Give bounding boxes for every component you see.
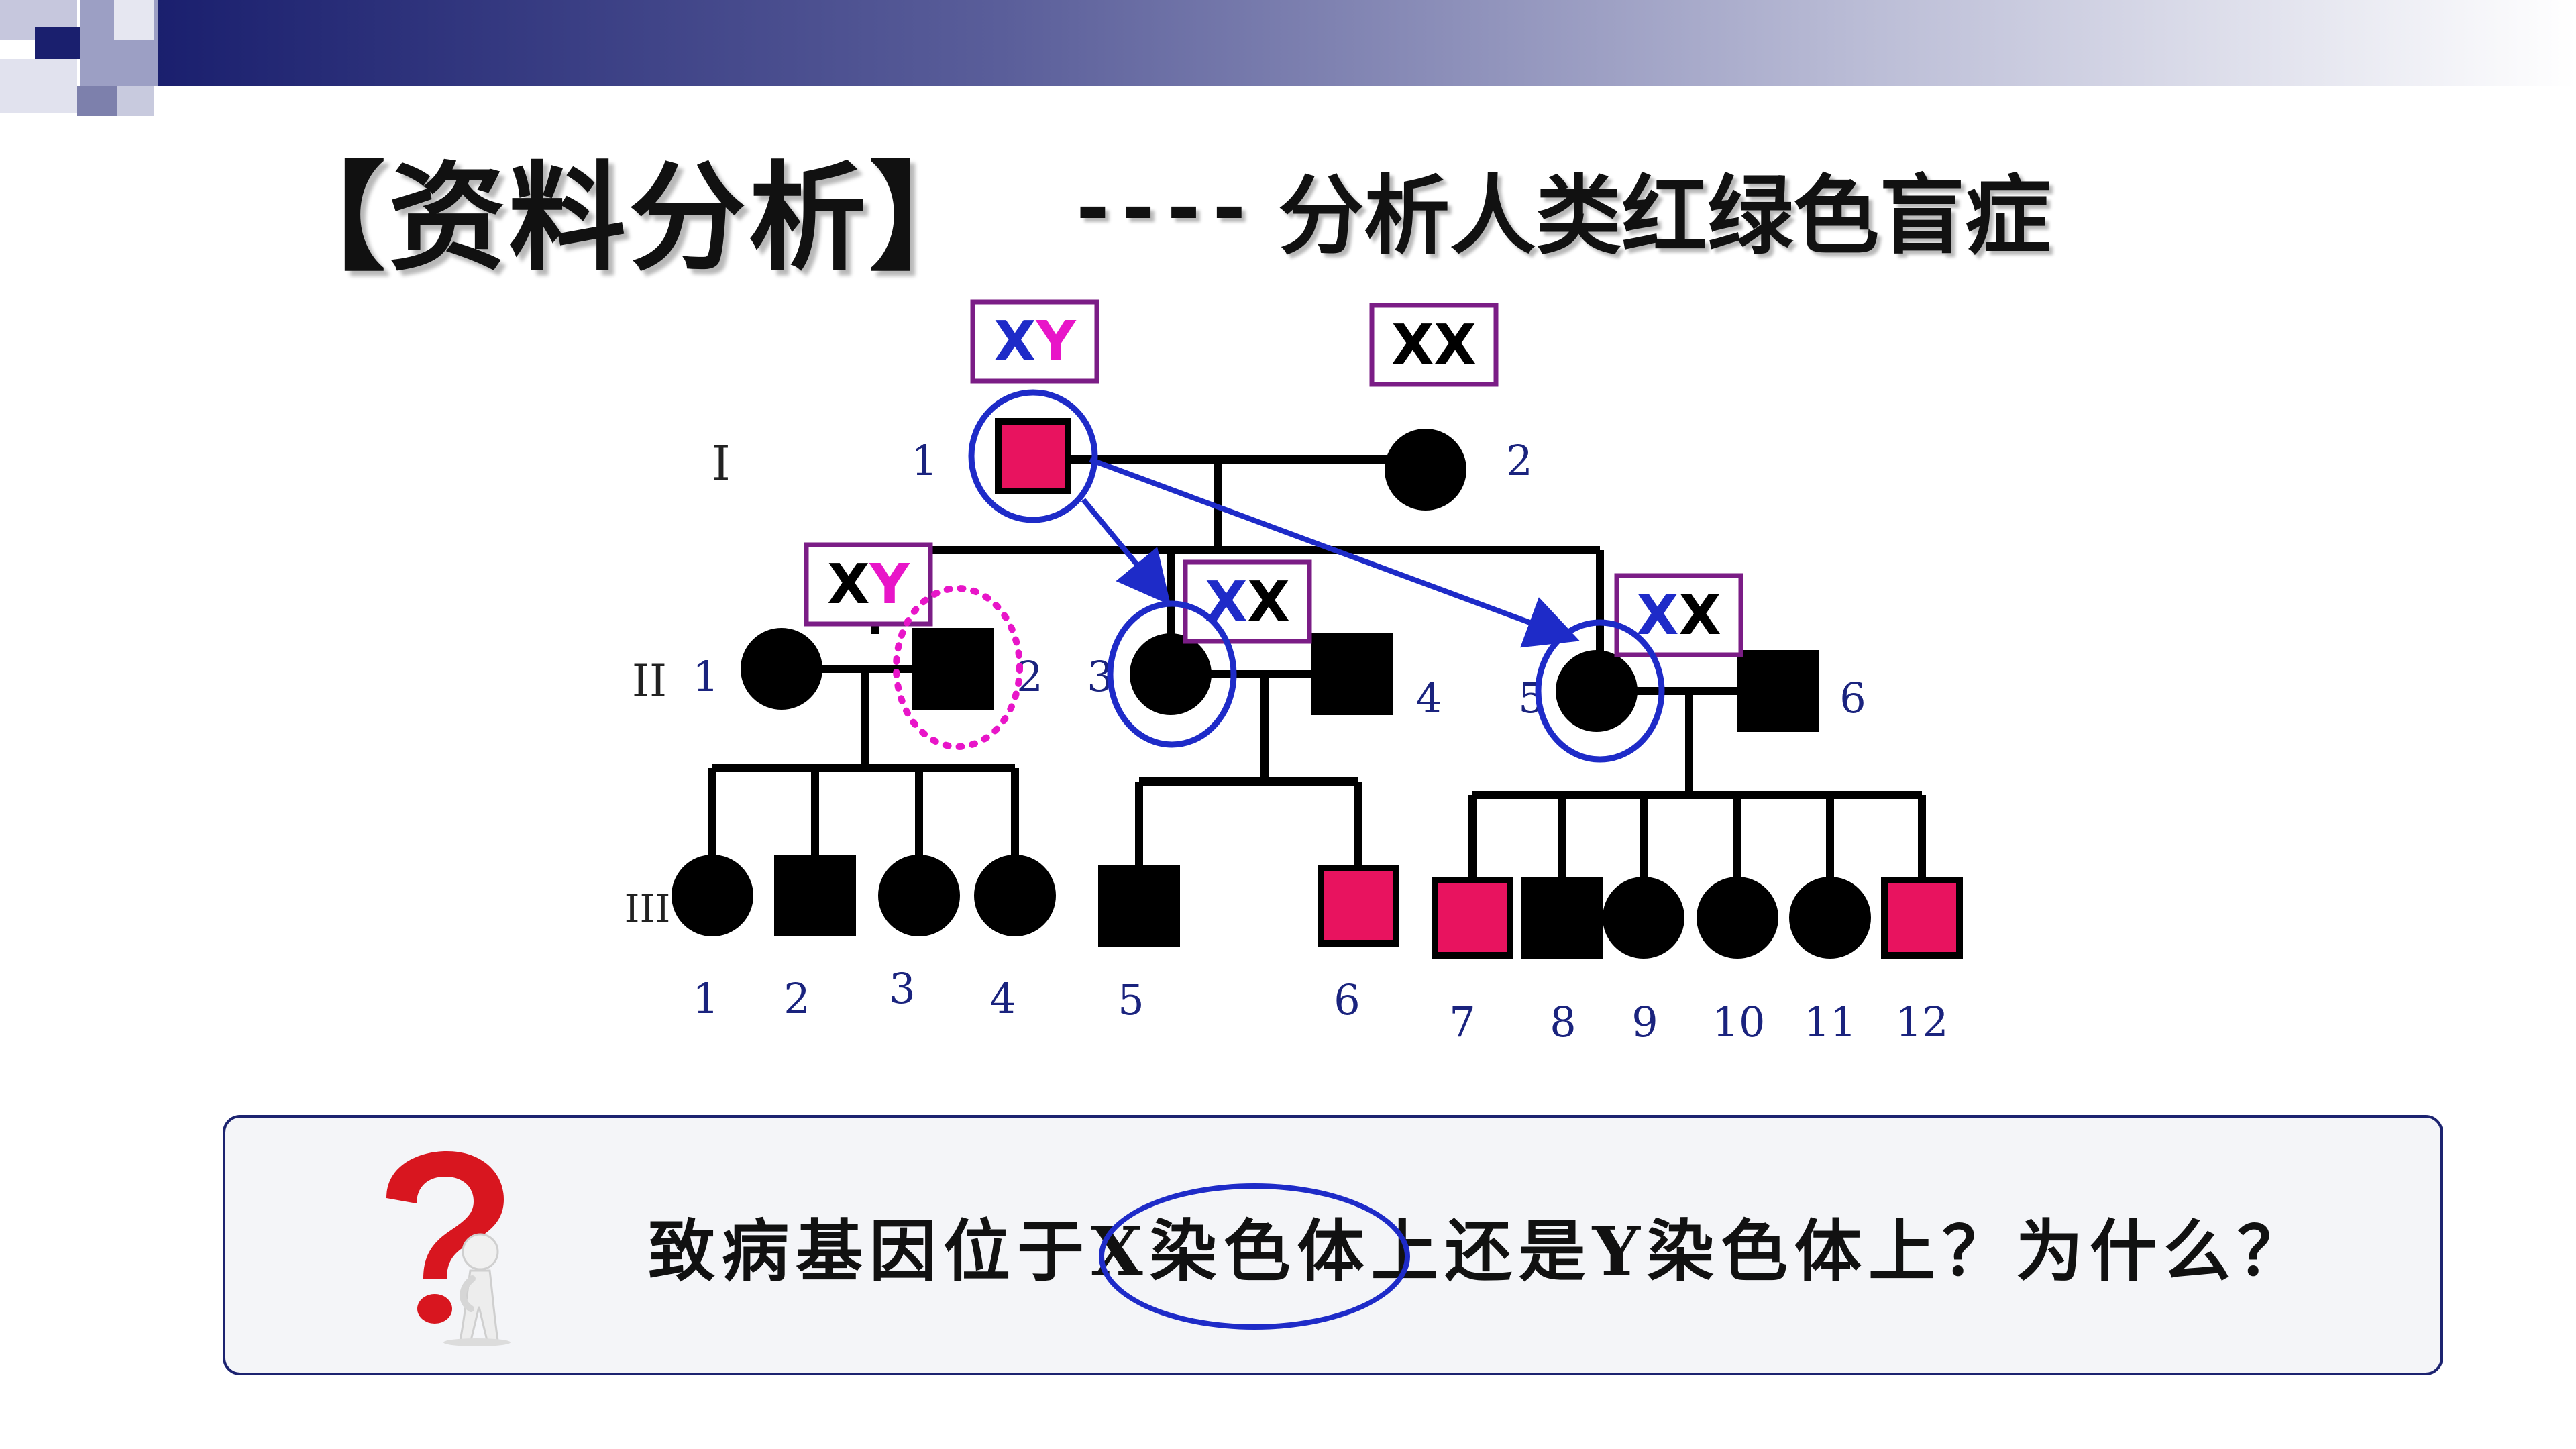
male-affected-iii-12 xyxy=(1881,877,1963,959)
arrow-to-ii-3 xyxy=(1081,498,1171,606)
label-i-1: 1 xyxy=(911,436,937,485)
label-iii-6: 6 xyxy=(1334,975,1360,1024)
label-iii-11: 11 xyxy=(1804,998,1857,1046)
label-iii-8: 8 xyxy=(1550,998,1576,1046)
male-normal-iii-5 xyxy=(1098,865,1180,947)
genotype-part: X xyxy=(1391,313,1434,377)
female-normal-i-2 xyxy=(1385,429,1466,511)
genotype-box-ii-2 xyxy=(804,542,933,627)
x-chromosome-oval-highlight xyxy=(1099,1183,1410,1330)
female-normal-ii-5 xyxy=(1556,650,1638,732)
title-dashes: ---- xyxy=(1076,161,1258,255)
dotted-highlight-ii-2 xyxy=(893,585,1023,750)
label-iii-4: 4 xyxy=(989,974,1016,1023)
genotype-box-i-1 xyxy=(970,299,1099,384)
header-square xyxy=(114,0,154,40)
male-normal-ii-6 xyxy=(1737,650,1819,732)
genotype-part: X xyxy=(827,553,869,616)
label-iii-9: 9 xyxy=(1631,998,1658,1046)
header-square xyxy=(35,27,80,59)
male-affected-iii-6 xyxy=(1318,865,1399,947)
male-normal-ii-4 xyxy=(1311,633,1393,715)
male-affected-iii-7 xyxy=(1432,877,1513,959)
genotype-part: X xyxy=(994,310,1036,374)
header-square xyxy=(117,86,154,116)
question-text: 致病基因位于X染色体上还是Y染色体上？为什么？ xyxy=(648,1211,2311,1291)
title-main: 【资料分析】 xyxy=(268,150,989,287)
label-ii-2: 2 xyxy=(1016,652,1042,701)
label-iii-5: 5 xyxy=(1118,975,1144,1024)
generation-label-i: I xyxy=(712,436,731,491)
female-normal-iii-3 xyxy=(878,855,960,936)
male-normal-iii-8 xyxy=(1521,877,1603,959)
title-row: 【资料分析】 ---- 分析人类红绿色盲症 xyxy=(268,127,2051,288)
genotype-text-ii-2: XY xyxy=(827,553,910,616)
male-normal-iii-2 xyxy=(774,855,856,936)
genotype-text-i-2: XX xyxy=(1391,313,1476,377)
generation-label-iii: III xyxy=(625,886,671,932)
genotype-part: Y xyxy=(1035,310,1077,374)
genotype-text-ii-5: XX xyxy=(1636,584,1721,647)
label-iii-7: 7 xyxy=(1449,998,1475,1046)
generation-label-ii: II xyxy=(632,655,667,707)
female-normal-iii-10 xyxy=(1697,877,1778,959)
title-subtitle: 分析人类红绿色盲症 xyxy=(1278,166,2051,266)
label-i-2: 2 xyxy=(1506,436,1532,485)
highlight-circle-ii-3 xyxy=(1107,600,1237,748)
female-normal-ii-1 xyxy=(741,628,822,710)
arrows xyxy=(1081,457,1580,648)
female-normal-ii-3 xyxy=(1130,633,1212,715)
highlight-circle-ii-5 xyxy=(1535,619,1665,763)
pedigree-diagram: I II III 1 2 1 2 3 4 5 6 1 2 3 4 5 6 7 8… xyxy=(625,299,1963,1046)
genotype-part: X xyxy=(1248,570,1290,634)
label-iii-12: 12 xyxy=(1896,998,1949,1046)
number-labels: 1 2 1 2 3 4 5 6 1 2 3 4 5 6 7 8 9 10 11 … xyxy=(692,436,1948,1046)
header-square xyxy=(77,86,117,116)
highlights xyxy=(968,389,1665,763)
header-decoration xyxy=(0,0,2576,116)
genotype-part: X xyxy=(1434,313,1477,377)
individuals xyxy=(672,418,1963,959)
female-normal-iii-1 xyxy=(672,855,753,936)
genotype-part: X xyxy=(1636,584,1678,647)
highlight-circle-i-1 xyxy=(968,389,1098,523)
male-affected-i-1 xyxy=(995,418,1071,494)
male-normal-ii-2 xyxy=(912,628,994,710)
genotype-part: Y xyxy=(869,553,910,616)
arrow-to-ii-5 xyxy=(1089,457,1580,648)
label-ii-6: 6 xyxy=(1839,674,1866,722)
female-normal-iii-4 xyxy=(974,855,1056,936)
label-iii-10: 10 xyxy=(1713,998,1766,1046)
header-square xyxy=(0,59,77,113)
label-iii-2: 2 xyxy=(784,974,810,1023)
label-iii-1: 1 xyxy=(692,974,718,1023)
genotype-part: X xyxy=(1679,584,1721,647)
question-mark-figure-icon xyxy=(386,1151,511,1346)
question-box: 致病基因位于X染色体上还是Y染色体上？为什么？ xyxy=(223,1115,2443,1375)
genotype-box-ii-5 xyxy=(1614,573,1743,657)
genotype-text-i-1: XY xyxy=(994,310,1077,374)
female-normal-iii-11 xyxy=(1789,877,1871,959)
genotype-box-i-2 xyxy=(1369,303,1499,387)
genotype-box-ii-3 xyxy=(1183,559,1312,644)
female-normal-iii-9 xyxy=(1603,877,1684,959)
genotype-part: X xyxy=(1205,570,1247,634)
header-gradient-bar xyxy=(154,0,2576,86)
label-ii-4: 4 xyxy=(1415,674,1442,722)
label-ii-1: 1 xyxy=(692,652,718,701)
label-iii-3: 3 xyxy=(889,964,915,1013)
